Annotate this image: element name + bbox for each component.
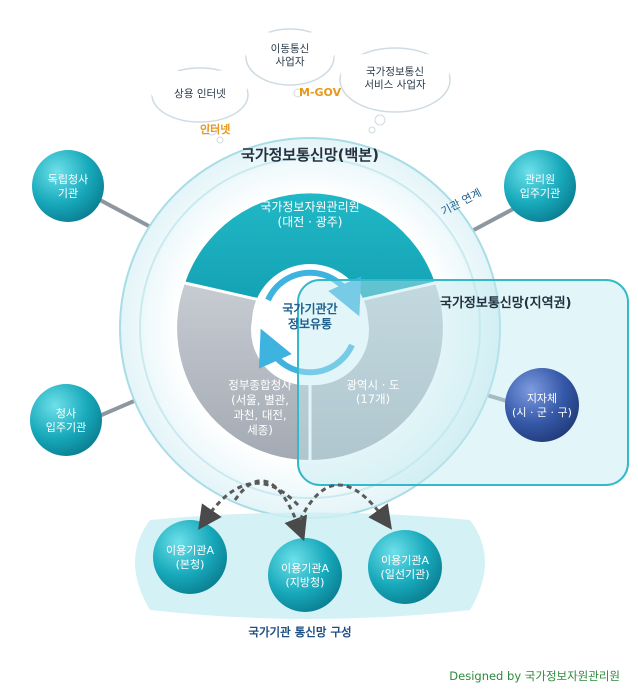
- regional-title: 국가정보통신망(지역권): [440, 296, 572, 311]
- dashed-arrow-3: [298, 483, 392, 530]
- right-segment-line2: (17개): [355, 392, 391, 407]
- bottom-caption: 국가기관 통신망 구성: [248, 625, 352, 639]
- cloud-service-line2: 서비스 사업자: [364, 79, 426, 92]
- agency-1-label: 이용기관A (본청): [150, 544, 230, 572]
- cloud-mobile-label: 이동통신 사업자: [250, 43, 330, 69]
- node-management-line1: 관리원: [524, 173, 556, 186]
- top-segment-label: 국가정보자원관리원 (대전 · 광주): [240, 200, 380, 230]
- cloud-mobile-line1: 이동통신: [270, 43, 310, 55]
- left-segment: [177, 283, 310, 461]
- center-line1: 국가기관간: [282, 302, 338, 316]
- node-local-gov-label: 지자체 (시 · 군 · 구): [505, 392, 579, 420]
- node-management-resident: [504, 150, 576, 222]
- mgov-label: M-GOV: [299, 86, 342, 99]
- agency-sphere-3: [368, 530, 442, 604]
- right-segment: [310, 283, 443, 461]
- node-independent: [32, 150, 104, 222]
- agency-2-label: 이용기관A (지방청): [265, 562, 345, 590]
- top-segment-line2: (대전 · 광주): [277, 215, 343, 229]
- cloud-service-line1: 국가정보통신: [366, 66, 424, 78]
- agency-2-line1: 이용기관A: [280, 562, 329, 575]
- right-segment-line1: 광역시 · 도: [346, 378, 400, 392]
- node-local-gov: [505, 368, 579, 442]
- node-building-label: 청사 입주기관: [30, 407, 102, 435]
- cloud-service-operator: [339, 47, 451, 134]
- node-independent-line2: 기관: [57, 186, 79, 200]
- backbone-inner-ring: [139, 157, 481, 499]
- cloud-service-label: 국가정보통신 서비스 사업자: [345, 66, 445, 92]
- left-segment-line2: (서울, 별관,: [231, 392, 289, 407]
- node-building-line2: 입주기관: [45, 420, 87, 434]
- agency-sphere-1: [153, 520, 227, 594]
- cloud-commercial: [150, 67, 249, 144]
- node-management-line2: 입주기관: [519, 186, 561, 200]
- node-independent-line1: 독립청사: [47, 173, 89, 186]
- agency-2-line2: (지방청): [285, 575, 325, 589]
- left-segment-line3: 과천, 대전,: [233, 407, 287, 422]
- agency-3-label: 이용기관A (일선기관): [362, 554, 448, 582]
- cloud-commercial-label: 상용 인터넷: [174, 88, 226, 100]
- agency-3-line1: 이용기관A: [380, 554, 429, 567]
- node-local-gov-line2: (시 · 군 · 구): [512, 405, 572, 419]
- internet-label: 인터넷: [200, 123, 231, 136]
- agency-3-line2: (일선기관): [380, 567, 430, 581]
- agency-1-line2: (본청): [175, 557, 205, 571]
- left-segment-line1: 정부종합청사: [228, 378, 292, 392]
- node-local-gov-line1: 지자체: [526, 392, 558, 405]
- left-segment-label: 정부종합청사 (서울, 별관, 과천, 대전, 세종): [210, 378, 310, 438]
- right-segment-label: 광역시 · 도 (17개): [328, 378, 418, 407]
- center-line2: 정보유통: [287, 317, 333, 331]
- backbone-title: 국가정보통신망(백본): [241, 146, 379, 164]
- node-building-resident: [30, 384, 102, 456]
- node-management-label: 관리원 입주기관: [504, 173, 576, 201]
- footer-credit: Designed by 국가정보자원관리원: [449, 669, 620, 683]
- top-segment: [185, 193, 435, 300]
- cloud-mobile: [245, 28, 335, 98]
- center-label: 국가기관간 정보유통: [270, 302, 350, 332]
- left-segment-line4: 세종): [247, 422, 273, 437]
- agency-1-line1: 이용기관A: [165, 544, 214, 557]
- cycle-arrow-bottom: [258, 328, 355, 376]
- dashed-arrow-2: [233, 479, 308, 542]
- node-independent-label: 독립청사 기관: [32, 173, 104, 201]
- top-segment-line1: 국가정보자원관리원: [260, 200, 360, 214]
- cloud-mobile-line2: 사업자: [275, 56, 305, 69]
- cycle-arrow-top: [265, 269, 362, 317]
- agency-sphere-2: [268, 538, 342, 612]
- node-building-line1: 청사: [55, 407, 77, 420]
